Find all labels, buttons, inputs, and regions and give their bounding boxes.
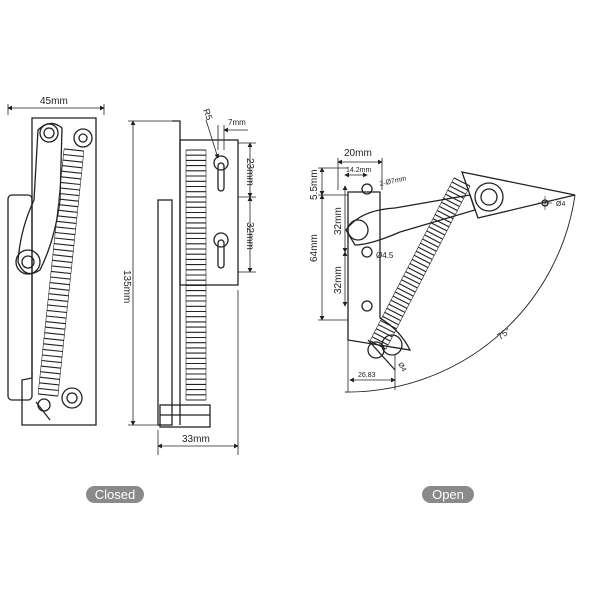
open-arm-hole-label: Ø4: [556, 201, 565, 208]
closed-height-label: 135mm: [121, 270, 132, 303]
spring-coils: [186, 149, 206, 401]
closed-slot-offset-label: 7mm: [228, 118, 246, 127]
closed-caption: Closed: [86, 486, 144, 503]
open-caption: Open: [422, 486, 474, 503]
closed-slot-spacing-2: 32mm: [244, 222, 255, 250]
open-spring: [369, 177, 471, 350]
spring-edge-left: [37, 148, 65, 394]
open-angle-label: 75°: [495, 325, 512, 341]
spring-edge-left: [369, 177, 455, 342]
closed-radius-label: R5: [201, 107, 214, 121]
closed-side-view: [128, 119, 256, 455]
closed-front-spring: [37, 148, 85, 397]
open-spacing-2: 32mm: [333, 266, 344, 294]
spring-coils: [38, 148, 84, 397]
open-height-label: 64mm: [309, 234, 320, 262]
open-width-label: 20mm: [344, 148, 372, 159]
open-spacing-1: 32mm: [333, 207, 344, 235]
spring-edge-right: [385, 185, 471, 350]
open-hole-offset-label: 14.2mm: [346, 167, 371, 174]
open-top-offset-label: 5.5mm: [309, 169, 320, 200]
spring-edge-right: [57, 151, 85, 397]
open-view: [318, 158, 576, 393]
open-slot-label: 2-Ø7mm: [379, 175, 407, 188]
closed-width-label: 45mm: [40, 96, 68, 107]
closed-front-view: [7, 104, 105, 426]
open-hole-label: Ø4.5: [376, 251, 394, 260]
spring-coils: [369, 177, 471, 350]
open-pin-label: Ø4: [396, 362, 407, 374]
closed-side-spring: [185, 149, 207, 401]
closed-depth-label: 33mm: [182, 434, 210, 445]
open-base-label: 26.83: [358, 372, 376, 379]
closed-slot-spacing-1: 23mm: [244, 158, 255, 186]
